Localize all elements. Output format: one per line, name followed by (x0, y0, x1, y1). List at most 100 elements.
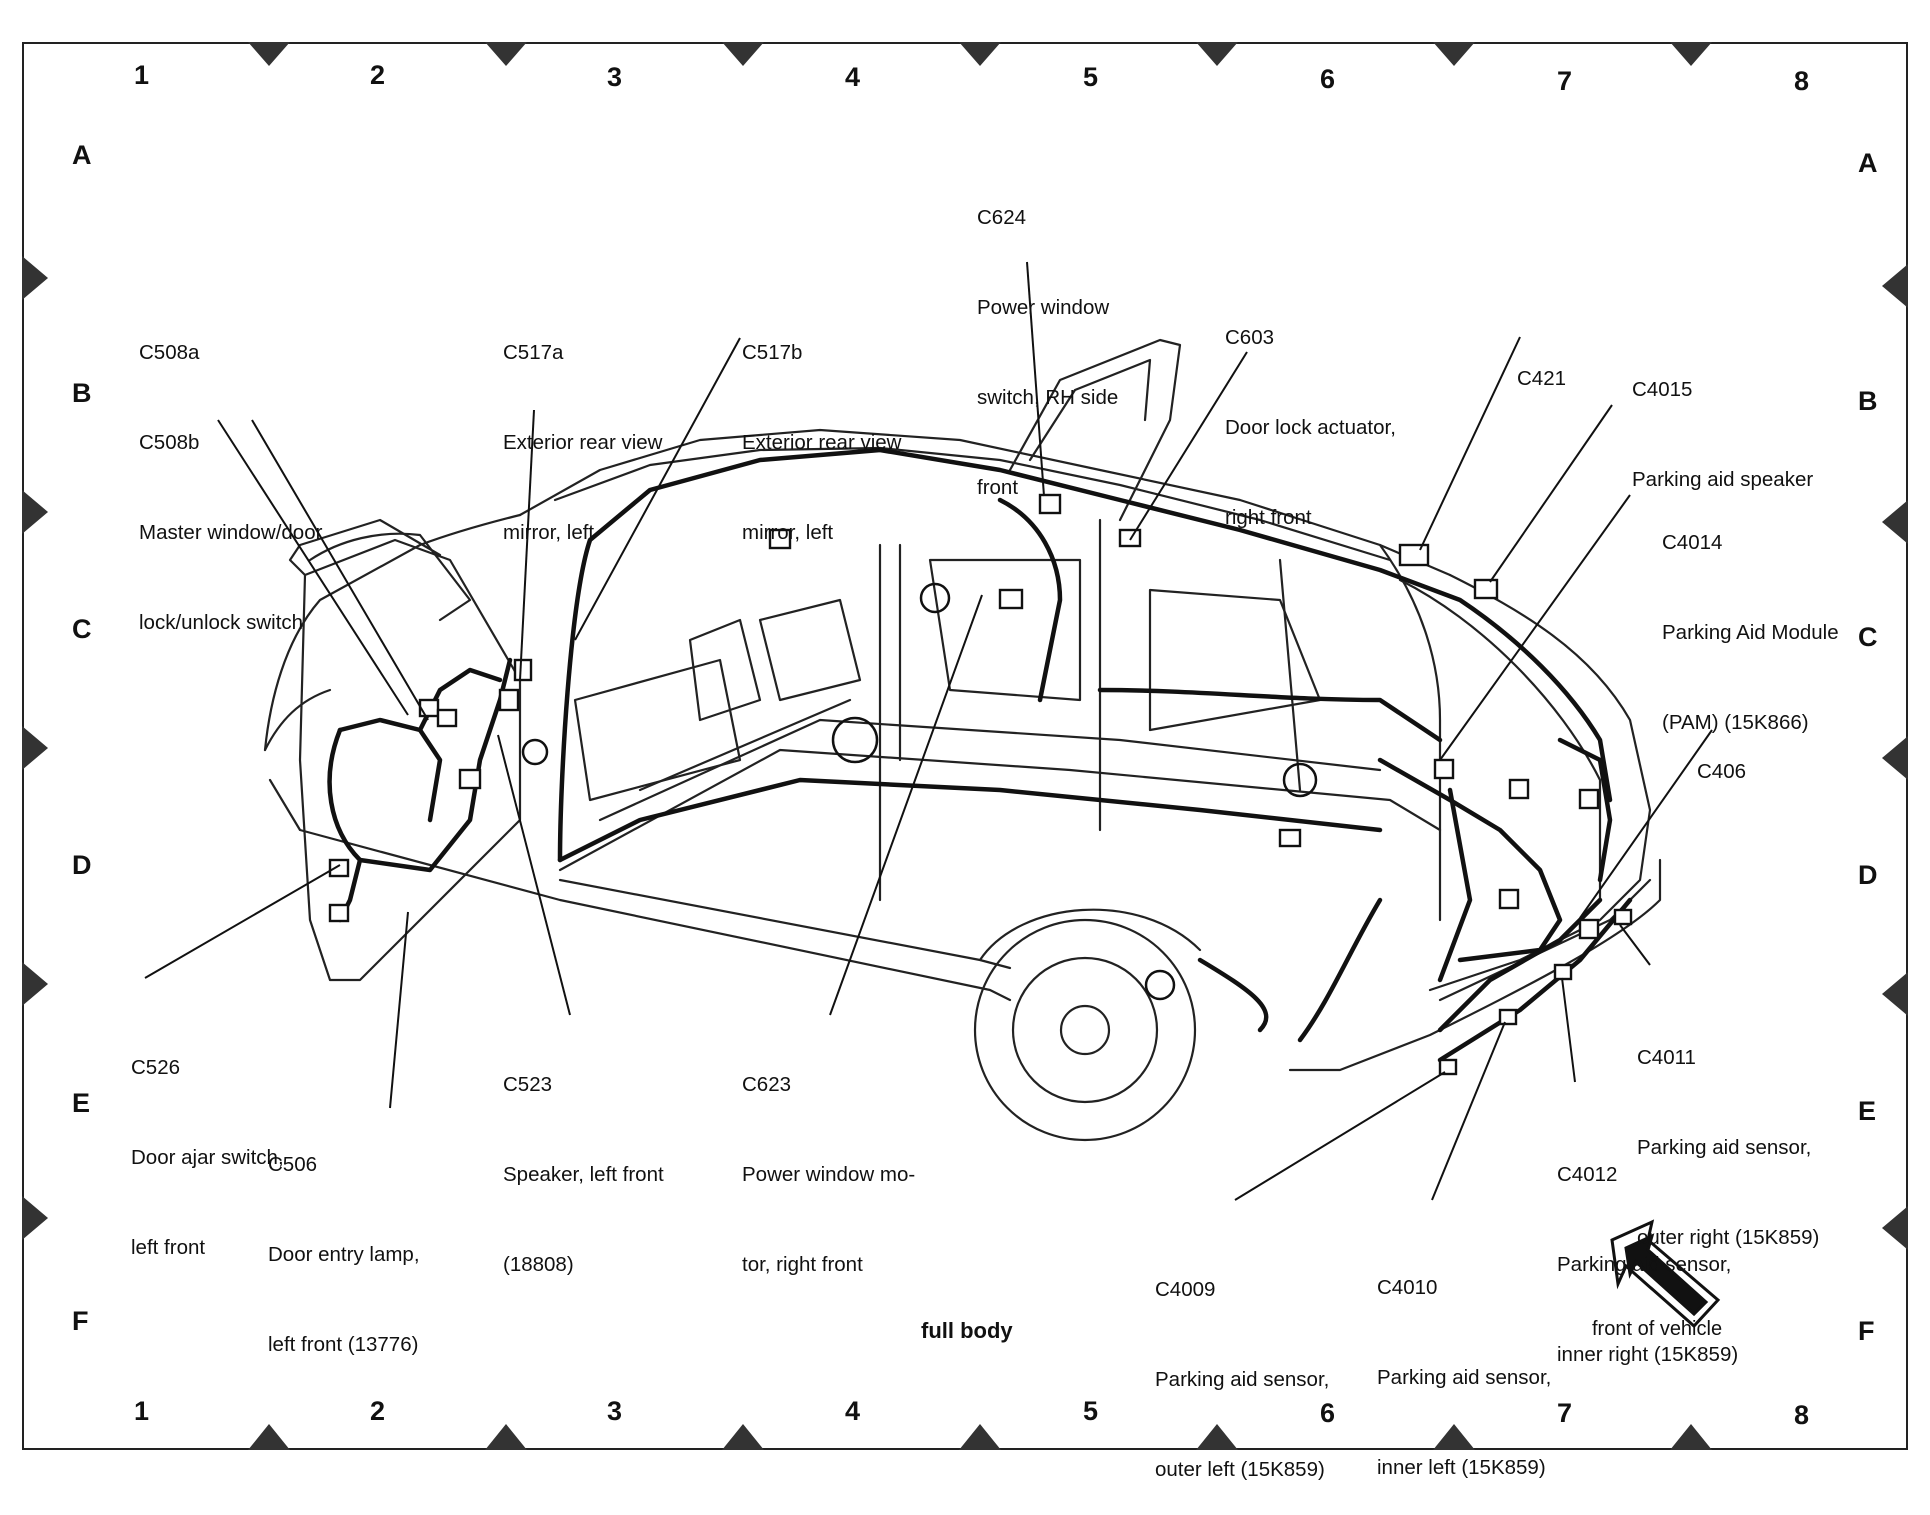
frame-marker-bottom (959, 1424, 1001, 1450)
connector (768, 528, 792, 550)
grid-col-top-4: 4 (845, 62, 861, 92)
connector-round (919, 582, 951, 614)
callout-C4014: C4014 Parking Aid Module (PAM) (15K866) (1662, 468, 1839, 768)
connector (498, 688, 520, 712)
callout-line: Exterior rear view (742, 431, 902, 454)
grid-col-top-1: 1 (134, 60, 150, 90)
callout-line: C623 (742, 1073, 792, 1096)
leader-line-C517b (574, 337, 741, 641)
callout-line: C508b (139, 431, 200, 454)
grid-col-bottom-7: 7 (1557, 1398, 1573, 1428)
front-of-vehicle-arrow (1610, 1219, 1721, 1329)
connector (1473, 578, 1499, 600)
callout-line: Door entry lamp, (268, 1243, 420, 1266)
grid-row-right-F: F (1858, 1316, 1875, 1346)
callout-line: C421 (1517, 367, 1567, 390)
connector (513, 658, 533, 682)
leader-line-C4010 (1431, 1021, 1506, 1201)
cargo-floor-outline (558, 748, 1442, 872)
connector (1578, 788, 1600, 810)
grid-col-top-8: 8 (1794, 66, 1810, 96)
grid-col-bottom-6: 6 (1320, 1398, 1336, 1428)
callout-line: (PAM) (15K866) (1662, 711, 1809, 734)
rear-hatch-outline (1398, 578, 1602, 902)
rear-side-window (1148, 588, 1322, 732)
leader-line-C4014 (1439, 494, 1631, 761)
body-outline (263, 513, 522, 752)
callout-line: inner right (15K859) (1557, 1343, 1739, 1366)
grid-row-left-E: E (72, 1088, 91, 1118)
callout-line: C526 (131, 1056, 181, 1079)
callout-C4015: C4015 Parking aid speaker (1632, 315, 1813, 525)
frame-marker-right (1882, 972, 1908, 1016)
door-wiring-harness (327, 657, 513, 873)
callout-line: tor, right front (742, 1253, 863, 1276)
connector-round (1282, 762, 1318, 798)
connector (1553, 963, 1573, 981)
roof-outline (553, 446, 1392, 562)
callout-line: Power window mo- (742, 1163, 916, 1186)
cargo-trim (573, 658, 742, 802)
callout-line: C624 (977, 206, 1027, 229)
callout-line: Parking aid sensor, (1637, 1136, 1812, 1159)
callout-line: mirror, left (503, 521, 595, 544)
frame-marker-bottom (722, 1424, 764, 1450)
leader-line-C523 (497, 734, 571, 1016)
callout-C4010: C4010 Parking aid sensor, inner left (15… (1377, 1213, 1551, 1513)
callout-line: switch, RH side (977, 386, 1119, 409)
grid-row-right-C: C (1858, 622, 1878, 652)
callout-C623: C623 Power window mo- tor, right front (742, 1010, 915, 1310)
grid-row-left-C: C (72, 614, 92, 644)
callout-line: mirror, left (742, 521, 834, 544)
connector (1613, 908, 1633, 926)
connector (1038, 493, 1062, 515)
callout-line: C523 (503, 1073, 553, 1096)
connector-round (831, 716, 879, 764)
callout-line: left front (13776) (268, 1333, 419, 1356)
wiring-harness (557, 777, 1383, 863)
front-windshield (308, 532, 472, 622)
frame-marker-top (485, 42, 527, 66)
rear-seat (758, 598, 862, 702)
callout-line: Parking Aid Module (1662, 621, 1839, 644)
wiring-harness (557, 447, 1613, 863)
rear-wheel (973, 918, 1197, 1142)
grid-row-left-D: D (72, 850, 92, 880)
leader-line-C603 (1129, 351, 1248, 541)
callout-line: Parking aid sensor, (1377, 1366, 1552, 1389)
callout-C523: C523 Speaker, left front (18808) (503, 1010, 664, 1310)
frame-marker-right (1882, 264, 1908, 308)
frame-marker-top (1433, 42, 1475, 66)
callout-line: Power window (977, 296, 1110, 319)
leader-line-C421 (1419, 336, 1521, 551)
front-of-vehicle-label: front of vehicle (1592, 1318, 1723, 1340)
connector (1398, 543, 1430, 567)
callout-line: C517a (503, 341, 564, 364)
callout-line: C4012 (1557, 1163, 1618, 1186)
cargo-floor-outline (638, 698, 852, 792)
leader-line-C623 (829, 594, 983, 1016)
door-wiring-harness (337, 717, 443, 823)
callout-C517a: C517a Exterior rear view mirror, left (503, 278, 663, 578)
front-fender (263, 688, 332, 752)
callout-C517b: C517b Exterior rear view mirror, left (742, 278, 902, 578)
front-door-right-window (1028, 358, 1152, 462)
wiring-harness (997, 497, 1063, 703)
connector (328, 903, 350, 923)
connector (1118, 528, 1142, 548)
leader-line-C4015 (1489, 404, 1613, 583)
callout-line: right front (1225, 506, 1312, 529)
connector (1578, 918, 1600, 940)
frame-marker-bottom (1433, 1424, 1475, 1450)
side-window (928, 558, 1082, 702)
front-door-left-window (288, 518, 442, 577)
rear-hatch-outline (1428, 573, 1652, 992)
body-outline (268, 778, 1012, 1002)
callout-line: C406 (1697, 760, 1747, 783)
diagram-title: full body (921, 1318, 1013, 1343)
callout-line: C506 (268, 1153, 318, 1176)
callout-line: (18808) (503, 1253, 574, 1276)
grid-col-top-5: 5 (1083, 62, 1099, 92)
wiring-harness (1437, 787, 1473, 983)
callout-line: Master window/door (139, 521, 323, 544)
